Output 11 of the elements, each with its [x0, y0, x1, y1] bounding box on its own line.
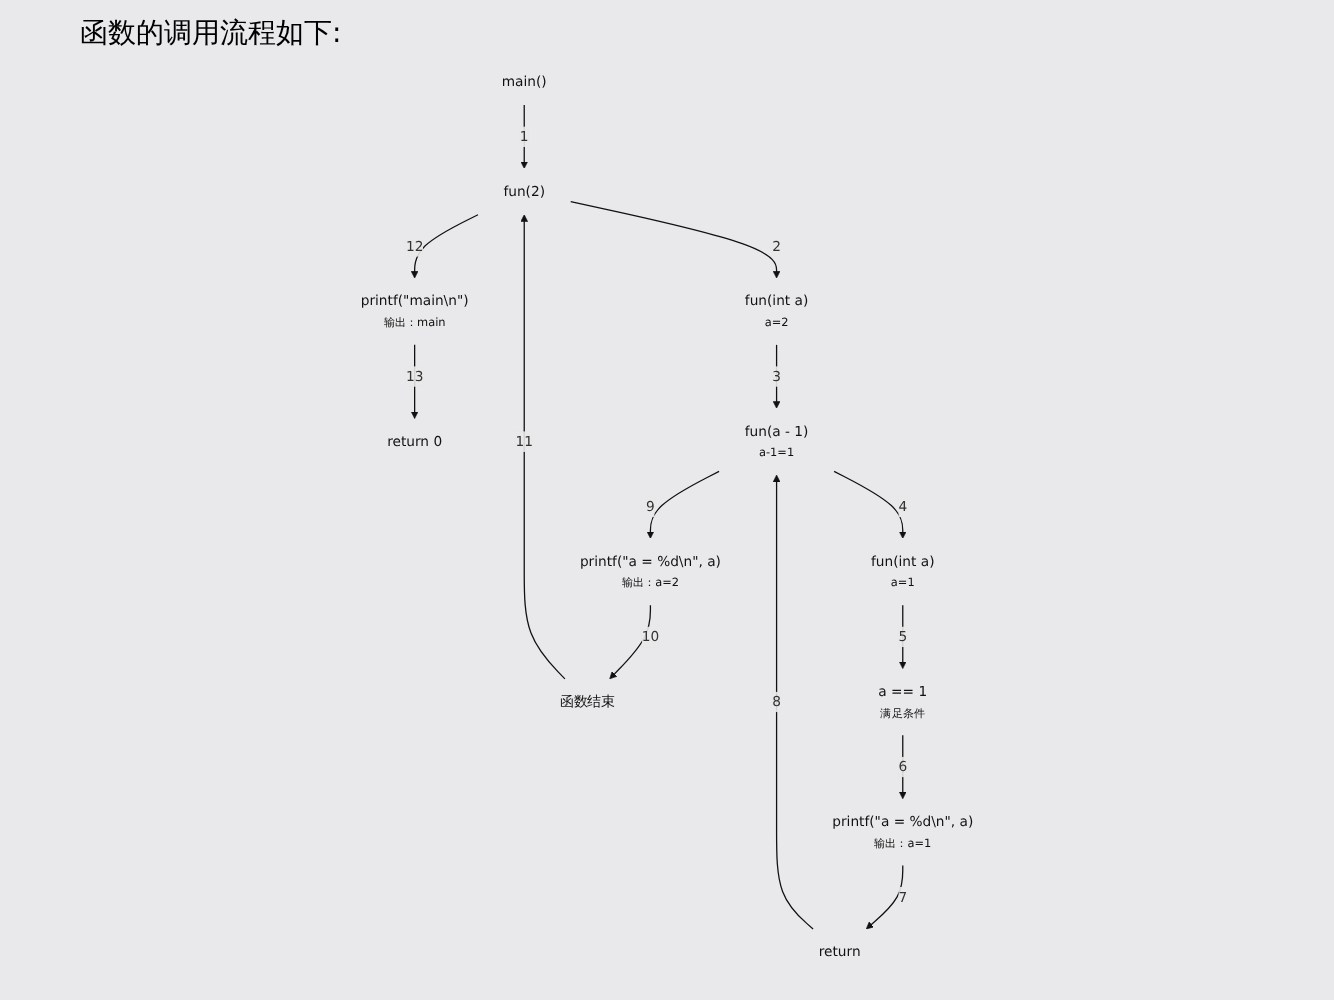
- arrow: [772, 474, 814, 930]
- arrow: [520, 214, 566, 680]
- arrow: [646, 470, 720, 539]
- arrow: [772, 344, 781, 409]
- arrow: [865, 864, 904, 930]
- title: 函数的调用流程如下:: [80, 16, 344, 52]
- arrow: [410, 344, 419, 419]
- arrow: [570, 201, 781, 279]
- arrow: [410, 214, 479, 279]
- arrow: [833, 470, 907, 539]
- arrow: [609, 604, 652, 680]
